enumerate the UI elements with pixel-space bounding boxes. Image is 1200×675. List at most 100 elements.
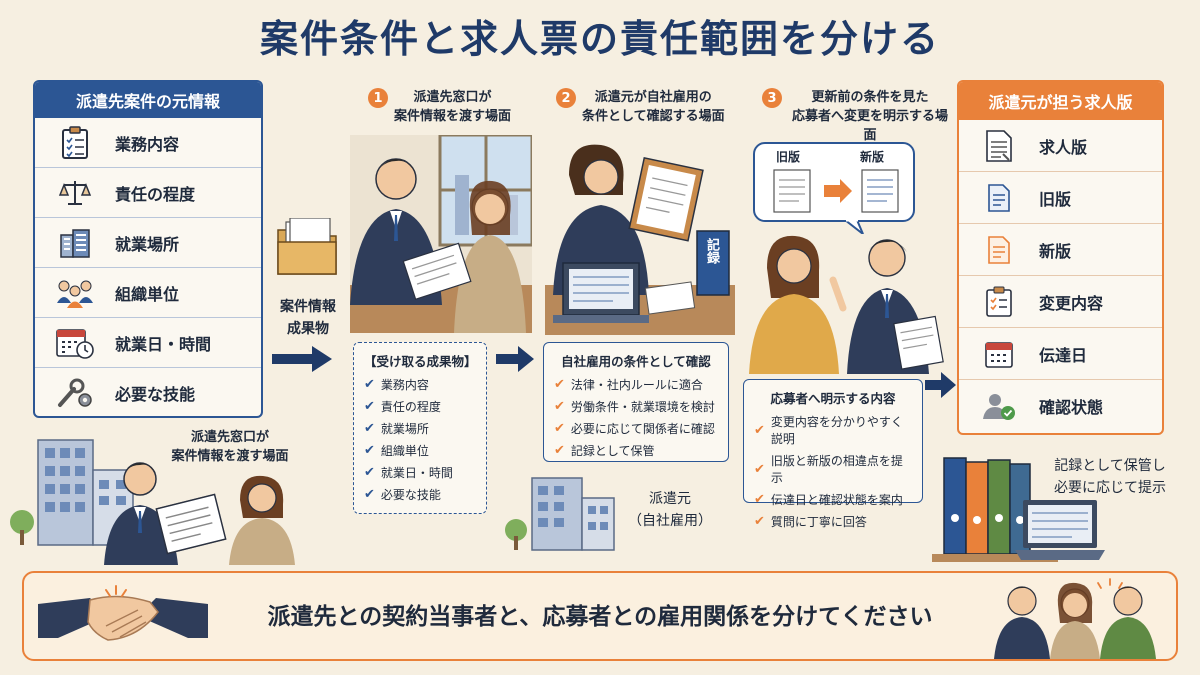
step2-box-heading: 自社雇用の条件として確認 — [561, 354, 711, 369]
list-item: ✔ 組織単位 — [364, 442, 476, 459]
left-scene-caption-text: 派遣先窓口が 案件情報を渡す場面 — [171, 430, 289, 464]
calendar-icon — [959, 339, 1039, 369]
step1-heading: 1 派遣先窓口が 案件情報を渡す場面 — [368, 88, 528, 126]
source-item-label: 就業場所 — [115, 234, 180, 254]
posting-item-version: 求人版 — [959, 120, 1162, 172]
arrow-right-icon — [272, 344, 334, 374]
agency-building-illustration — [502, 474, 622, 552]
laptop-icon — [1015, 498, 1105, 562]
archive-caption-text: 記録として保管し 必要に応じて提示 — [1054, 458, 1166, 496]
step3-disclosure-box: 応募者へ明示する内容 ✔変更内容を分かりやすく説明 ✔旧版と新版の相違点を提示 … — [743, 379, 923, 529]
clipboard-icon — [35, 125, 115, 160]
check-icon: ✔ — [754, 461, 765, 477]
list-item-label: 必要に応じて関係者に確認 — [570, 422, 715, 436]
source-item-label: 責任の程度 — [115, 184, 196, 204]
left-scene-caption: 派遣先窓口が 案件情報を渡す場面 — [165, 428, 295, 466]
new-version-label: 新版 — [860, 150, 885, 164]
check-icon: ✔ — [754, 514, 765, 529]
list-item-label: 旧版と新版の相違点を提示 — [770, 454, 903, 485]
arrow-right-icon — [925, 370, 957, 400]
handover-label: 案件情報 成果物 — [263, 296, 353, 340]
list-item: ✔ 責任の程度 — [364, 398, 476, 415]
source-item-label: 必要な技能 — [115, 385, 196, 404]
list-item: ✔ 伝達日と確認状態を案内 — [754, 491, 912, 508]
checklist-icon — [959, 286, 1039, 318]
check-icon: ✔ — [554, 443, 565, 458]
source-item-responsibility: 責任の程度 — [35, 168, 261, 218]
step1-number: 1 — [368, 88, 388, 108]
source-item-skills: 必要な技能 — [35, 368, 261, 416]
source-item-workplace: 就業場所 — [35, 218, 261, 268]
step3-number: 3 — [762, 88, 782, 108]
source-item-label: 組織単位 — [115, 284, 180, 304]
list-item-label: 組織単位 — [380, 444, 429, 458]
list-item: ✔ 旧版と新版の相違点を提示 — [754, 452, 912, 486]
people-icon — [35, 277, 115, 309]
source-item-job-content: 業務内容 — [35, 118, 261, 168]
old-document-icon — [959, 183, 1039, 213]
step2-review-illustration — [545, 135, 735, 335]
posting-item-notice-date: 伝達日 — [959, 328, 1162, 380]
list-item-label: 質問に丁寧に回答 — [770, 515, 867, 529]
list-item: ✔ 必要な技能 — [364, 486, 476, 503]
job-posting-heading: 派遣元が担う求人版 — [959, 82, 1162, 120]
handed-document-icon — [155, 493, 227, 555]
page-title: 案件条件と求人票の責任範囲を分ける — [259, 17, 940, 61]
list-item: ✔ 法律・社内ルールに適合 — [554, 376, 718, 393]
list-item-label: 記録として保管 — [570, 444, 655, 458]
check-icon: ✔ — [364, 377, 375, 392]
job-posting-panel: 派遣元が担う求人版 求人版 旧版 新版 変更内容 伝達日 確認状態 — [957, 80, 1164, 435]
step3-box-heading: 応募者へ明示する内容 — [770, 391, 896, 406]
step2-number: 2 — [556, 88, 576, 108]
step1-box-heading: 【受け取る成果物】 — [364, 354, 477, 369]
step2-heading: 2 派遣元が自社雇用の 条件として確認する場面 — [556, 88, 726, 126]
posting-item-confirm-status: 確認状態 — [959, 380, 1162, 432]
source-item-organization: 組織単位 — [35, 268, 261, 318]
step1-deliverables-box: 【受け取る成果物】 ✔業務内容 ✔ 責任の程度 ✔ 就業場所 ✔ 組織単位 ✔ 就業日・… — [353, 342, 487, 514]
check-icon: ✔ — [364, 399, 375, 414]
person-check-icon — [959, 391, 1039, 421]
list-item: ✔業務内容 — [364, 376, 476, 393]
check-icon: ✔ — [754, 492, 765, 507]
archive-caption: 記録として保管し 必要に応じて提示 — [1040, 455, 1180, 499]
list-item-label: 法律・社内ルールに適合 — [570, 378, 703, 392]
three-people-illustration — [990, 575, 1160, 659]
list-item-label: 就業日・時間 — [380, 466, 453, 480]
check-icon: ✔ — [554, 421, 565, 436]
check-icon: ✔ — [364, 465, 375, 480]
version-compare-icons — [768, 168, 908, 214]
speech-bubble-tail — [842, 218, 865, 235]
list-item: ✔ 就業日・時間 — [364, 464, 476, 481]
posting-item-label: 変更内容 — [1039, 293, 1104, 313]
client-staff-woman — [215, 470, 300, 565]
posting-item-label: 求人版 — [1039, 137, 1088, 157]
source-item-schedule: 就業日・時間 — [35, 318, 261, 368]
posting-item-new: 新版 — [959, 224, 1162, 276]
list-item-label: 必要な技能 — [380, 488, 441, 502]
step3-heading: 3 更新前の条件を見た 応募者へ変更を明示する場面 — [762, 88, 952, 145]
list-item-label: 責任の程度 — [380, 400, 441, 414]
check-icon: ✔ — [364, 487, 375, 502]
source-info-panel: 派遣先案件の元情報 業務内容 責任の程度 就業場所 組織単位 就業日・時間 必要… — [33, 80, 263, 418]
agency-building-caption: 派遣元 （自社雇用） — [625, 488, 715, 532]
check-icon: ✔ — [554, 377, 565, 392]
source-item-label: 業務内容 — [115, 134, 180, 154]
archive-binders-illustration — [930, 448, 1060, 564]
folder-icon — [276, 217, 338, 276]
posting-item-old: 旧版 — [959, 172, 1162, 224]
posting-item-label: 新版 — [1039, 241, 1072, 261]
step1-label: 派遣先窓口が 案件情報を渡す場面 — [394, 90, 512, 124]
new-document-icon — [959, 235, 1039, 265]
list-item-label: 変更内容を分かりやすく説明 — [770, 415, 903, 446]
list-item: ✔労働条件・就業環境を検討 — [554, 398, 718, 415]
step2-label: 派遣元が自社雇用の 条件として確認する場面 — [582, 90, 725, 124]
list-item-label: 伝達日と確認状態を案内 — [770, 493, 903, 507]
list-item-label: 就業場所 — [380, 422, 429, 436]
check-icon: ✔ — [554, 399, 565, 414]
check-icon: ✔ — [754, 422, 765, 438]
banner-message: 派遣先との契約当事者と、応募者との雇用関係を分けてください — [267, 604, 933, 630]
list-item: ✔ 記録として保管 — [554, 442, 718, 459]
posting-item-label: 確認状態 — [1039, 398, 1104, 417]
bottom-banner — [22, 571, 1178, 661]
check-icon: ✔ — [364, 443, 375, 458]
